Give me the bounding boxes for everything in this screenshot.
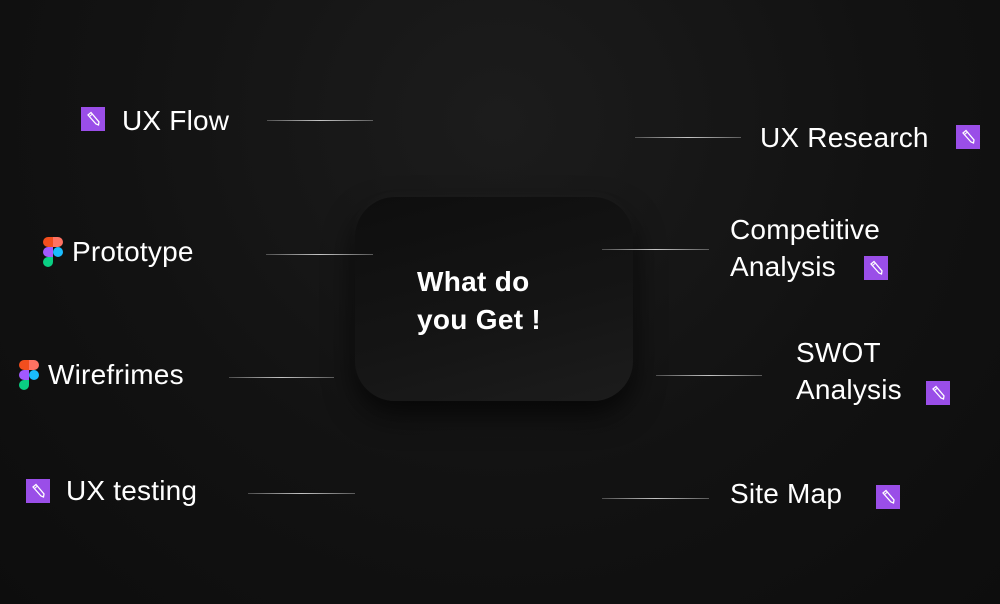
pencil-icon (81, 107, 105, 131)
pencil-icon (26, 479, 50, 503)
item-ux-research: UX Research (760, 122, 929, 153)
item-competitive-line2: Analysis (730, 251, 836, 282)
item-prototype: Prototype (72, 236, 194, 267)
center-card: What do you Get ! (355, 197, 633, 401)
connector-line (635, 137, 741, 138)
item-swot-line2: Analysis (796, 374, 902, 405)
center-title-line1: What do (417, 266, 530, 297)
item-wireframes: Wirefrimes (48, 359, 184, 390)
item-swot-line1: SWOT (796, 337, 881, 368)
item-competitive-line1: Competitive (730, 214, 881, 245)
connector-line (267, 120, 373, 121)
pencil-icon (864, 256, 888, 280)
pencil-icon (956, 125, 980, 149)
connector-line (229, 377, 334, 378)
item-site-map: Site Map (730, 478, 843, 509)
connector-line (266, 254, 373, 255)
pencil-icon (926, 381, 950, 405)
figma-icon (19, 360, 39, 390)
item-ux-testing: UX testing (66, 475, 198, 506)
connector-line (602, 498, 709, 499)
center-title: What do you Get ! (417, 263, 541, 339)
connector-line (602, 249, 709, 250)
figma-icon (43, 237, 63, 267)
center-title-line2: you Get ! (417, 304, 542, 335)
connector-line (656, 375, 762, 376)
item-ux-flow: UX Flow (122, 105, 230, 136)
pencil-icon (876, 485, 900, 509)
connector-line (248, 493, 355, 494)
